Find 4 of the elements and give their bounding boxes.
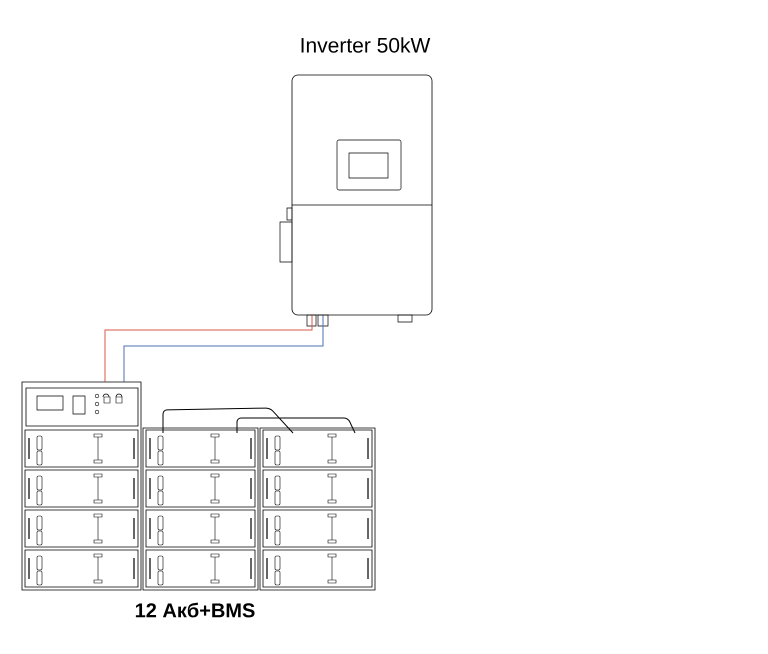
heading: Inverter 50kW — [302, 37, 430, 53]
inverter-drawing — [280, 74, 432, 326]
node-label: 12 Акб+BMS — [136, 602, 255, 618]
battery-rack-drawing — [22, 382, 376, 590]
